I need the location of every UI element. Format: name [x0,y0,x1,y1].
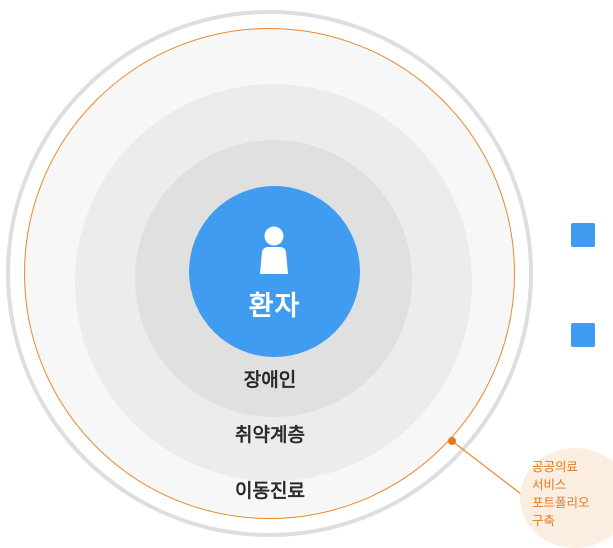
legend-marker-2 [571,323,595,347]
callout-line-3: 포트폴리오 [532,495,590,510]
callout-bubble [520,448,613,548]
vulnerable-label: 취약계층 [235,424,305,446]
disabled-label: 장애인 [243,369,297,391]
person-icon [260,226,288,274]
callout-line-2: 서비스 [532,477,567,492]
callout-text: 공공의료 서비스 포트폴리오 구축 [532,458,612,530]
patient-label: 환자 [248,291,301,322]
mobile-care-label: 이동진료 [235,480,305,502]
callout-line-4: 구축 [532,513,556,528]
callout-line-1: 공공의료 [532,459,579,474]
legend-marker-1 [571,223,595,247]
